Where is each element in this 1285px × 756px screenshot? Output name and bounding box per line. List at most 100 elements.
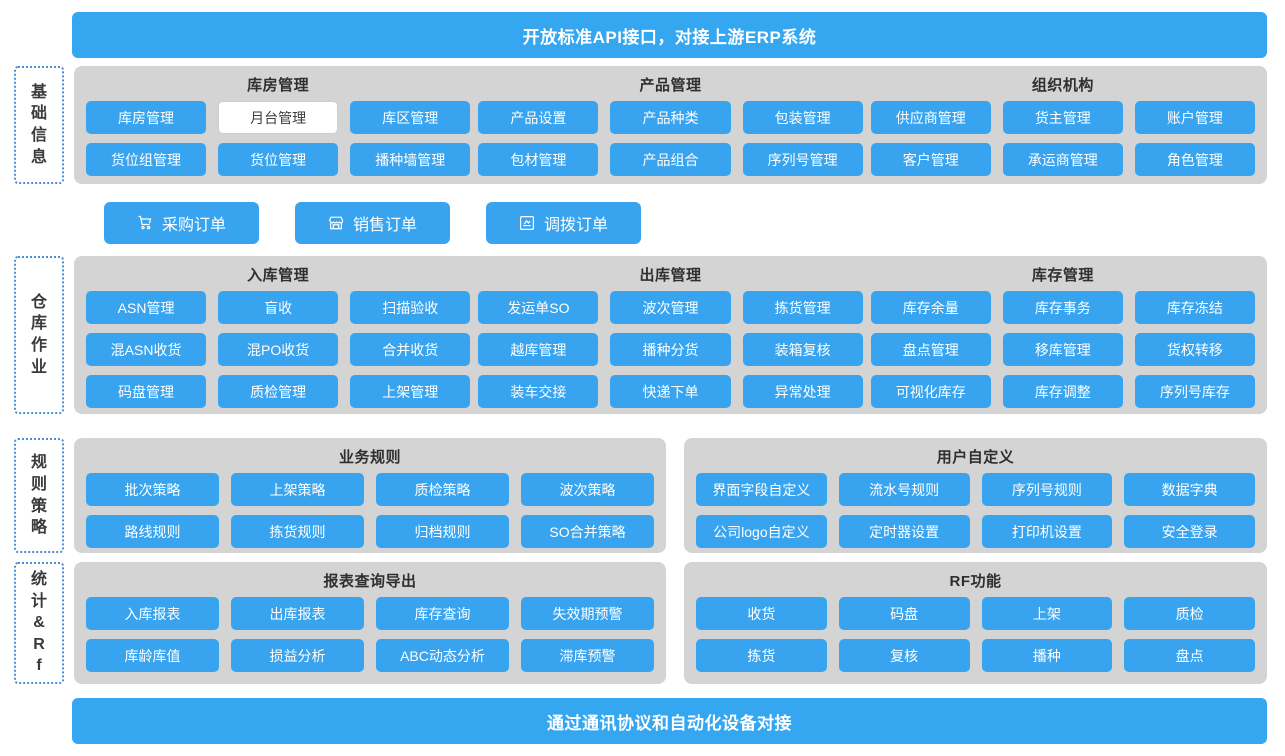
module-button[interactable]: 混PO收货 bbox=[218, 333, 339, 366]
module-button[interactable]: 库龄库值 bbox=[86, 639, 219, 672]
module-button[interactable]: 归档规则 bbox=[376, 515, 509, 548]
module-button[interactable]: 码盘 bbox=[838, 597, 970, 630]
module-button[interactable]: 盘点 bbox=[1124, 639, 1255, 672]
transfer-order-button[interactable]: 调拨订单 bbox=[486, 202, 641, 244]
module-button[interactable]: SO合并策略 bbox=[521, 515, 654, 548]
module-button[interactable]: 拣货管理 bbox=[742, 291, 863, 324]
module-button[interactable]: 货权转移 bbox=[1134, 333, 1255, 366]
module-button[interactable]: 发运单SO bbox=[478, 291, 599, 324]
module-button[interactable]: 包材管理 bbox=[478, 143, 599, 176]
module-button[interactable]: 损益分析 bbox=[231, 639, 364, 672]
module-button[interactable]: 扫描验收 bbox=[350, 291, 471, 324]
module-button[interactable]: 库区管理 bbox=[350, 101, 471, 134]
module-button[interactable]: 序列号规则 bbox=[981, 473, 1113, 506]
module-button[interactable]: 公司logo自定义 bbox=[696, 515, 827, 548]
module-button[interactable]: 角色管理 bbox=[1134, 143, 1255, 176]
module-button[interactable]: 产品组合 bbox=[610, 143, 731, 176]
module-button[interactable]: 打印机设置 bbox=[981, 515, 1113, 548]
group-title: 库存管理 bbox=[1031, 267, 1094, 284]
top-banner-text: 开放标准API接口，对接上游ERP系统 bbox=[522, 27, 817, 47]
module-button[interactable]: 界面字段自定义 bbox=[696, 473, 827, 506]
button-grid: 界面字段自定义 流水号规则 序列号规则 数据字典 公司logo自定义 定时器设置… bbox=[696, 473, 1255, 548]
order-button-label: 调拨订单 bbox=[543, 217, 608, 234]
module-button[interactable]: 库存冻结 bbox=[1134, 291, 1255, 324]
group-title: 用户自定义 bbox=[936, 449, 1015, 466]
module-button[interactable]: 移库管理 bbox=[1002, 333, 1123, 366]
module-button[interactable]: 混ASN收货 bbox=[86, 333, 207, 366]
module-button[interactable]: 序列号库存 bbox=[1134, 375, 1255, 408]
module-button[interactable]: 账户管理 bbox=[1134, 101, 1255, 134]
module-button[interactable]: ASN管理 bbox=[86, 291, 207, 324]
module-button-selected[interactable]: 月台管理 bbox=[218, 101, 339, 134]
module-button[interactable]: 盘点管理 bbox=[870, 333, 991, 366]
module-button[interactable]: 装车交接 bbox=[478, 375, 599, 408]
module-button[interactable]: 出库报表 bbox=[231, 597, 364, 630]
panel-basic-info: 库房管理 库房管理 月台管理 库区管理 货位组管理 货位管理 播种墙管理 产品管… bbox=[74, 66, 1267, 184]
module-button[interactable]: 波次管理 bbox=[610, 291, 731, 324]
group-title: 产品管理 bbox=[639, 77, 702, 94]
sales-order-button[interactable]: 销售订单 bbox=[295, 202, 450, 244]
module-button[interactable]: ABC动态分析 bbox=[376, 639, 509, 672]
module-button[interactable]: 承运商管理 bbox=[1002, 143, 1123, 176]
module-button[interactable]: 失效期预警 bbox=[521, 597, 654, 630]
module-button[interactable]: 质检 bbox=[1124, 597, 1255, 630]
panel-reports: 报表查询导出 入库报表 出库报表 库存查询 失效期预警 库龄库值 损益分析 AB… bbox=[74, 562, 666, 684]
module-button[interactable]: 可视化库存 bbox=[870, 375, 991, 408]
bottom-banner-text: 通过通讯协议和自动化设备对接 bbox=[547, 713, 792, 733]
bottom-banner: 通过通讯协议和自动化设备对接 bbox=[72, 698, 1267, 744]
module-button[interactable]: 客户管理 bbox=[870, 143, 991, 176]
module-button[interactable]: 异常处理 bbox=[742, 375, 863, 408]
module-button[interactable]: 拣货规则 bbox=[231, 515, 364, 548]
module-button[interactable]: 播种墙管理 bbox=[350, 143, 471, 176]
module-button[interactable]: 货主管理 bbox=[1002, 101, 1123, 134]
module-button[interactable]: 安全登录 bbox=[1124, 515, 1255, 548]
group-reports: 报表查询导出 入库报表 出库报表 库存查询 失效期预警 库龄库值 损益分析 AB… bbox=[82, 568, 658, 676]
module-button[interactable]: 批次策略 bbox=[86, 473, 219, 506]
module-button[interactable]: 合并收货 bbox=[350, 333, 471, 366]
module-button[interactable]: 滞库预警 bbox=[521, 639, 654, 672]
module-button[interactable]: 码盘管理 bbox=[86, 375, 207, 408]
module-button[interactable]: 流水号规则 bbox=[838, 473, 970, 506]
module-button[interactable]: 拣货 bbox=[696, 639, 827, 672]
module-button[interactable]: 序列号管理 bbox=[742, 143, 863, 176]
module-button[interactable]: 库存余量 bbox=[870, 291, 991, 324]
group-rf-functions: RF功能 收货 码盘 上架 质检 拣货 复核 播种 盘点 bbox=[692, 568, 1259, 676]
purchase-order-button[interactable]: 采购订单 bbox=[104, 202, 259, 244]
module-button[interactable]: 上架 bbox=[981, 597, 1113, 630]
module-button[interactable]: 收货 bbox=[696, 597, 827, 630]
panel-warehouse-ops: 入库管理 ASN管理 盲收 扫描验收 混ASN收货 混PO收货 合并收货 码盘管… bbox=[74, 256, 1267, 414]
group-title: RF功能 bbox=[949, 573, 1002, 590]
module-button[interactable]: 供应商管理 bbox=[870, 101, 991, 134]
module-button[interactable]: 数据字典 bbox=[1124, 473, 1255, 506]
module-button[interactable]: 播种分货 bbox=[610, 333, 731, 366]
module-button[interactable]: 上架策略 bbox=[231, 473, 364, 506]
module-button[interactable]: 播种 bbox=[981, 639, 1113, 672]
module-button[interactable]: 货位组管理 bbox=[86, 143, 207, 176]
module-button[interactable]: 质检管理 bbox=[218, 375, 339, 408]
module-button[interactable]: 库存调整 bbox=[1002, 375, 1123, 408]
module-button[interactable]: 定时器设置 bbox=[838, 515, 970, 548]
module-button[interactable]: 装箱复核 bbox=[742, 333, 863, 366]
module-button[interactable]: 包装管理 bbox=[742, 101, 863, 134]
module-button[interactable]: 上架管理 bbox=[350, 375, 471, 408]
module-button[interactable]: 产品种类 bbox=[610, 101, 731, 134]
module-button[interactable]: 库房管理 bbox=[86, 101, 207, 134]
module-button[interactable]: 库存事务 bbox=[1002, 291, 1123, 324]
module-button[interactable]: 复核 bbox=[838, 639, 970, 672]
module-button[interactable]: 越库管理 bbox=[478, 333, 599, 366]
panel-business-rules: 业务规则 批次策略 上架策略 质检策略 波次策略 路线规则 拣货规则 归档规则 … bbox=[74, 438, 666, 553]
module-button[interactable]: 盲收 bbox=[218, 291, 339, 324]
section-rules-policies: 规则策略 业务规则 批次策略 上架策略 质检策略 波次策略 路线规则 拣货规则 … bbox=[14, 438, 1267, 553]
module-button[interactable]: 产品设置 bbox=[478, 101, 599, 134]
module-button[interactable]: 快递下单 bbox=[610, 375, 731, 408]
module-button[interactable]: 路线规则 bbox=[86, 515, 219, 548]
button-grid: 产品设置 产品种类 包装管理 包材管理 产品组合 序列号管理 bbox=[478, 101, 863, 176]
button-grid: ASN管理 盲收 扫描验收 混ASN收货 混PO收货 合并收货 码盘管理 质检管… bbox=[86, 291, 471, 408]
module-button[interactable]: 库存查询 bbox=[376, 597, 509, 630]
module-button[interactable]: 入库报表 bbox=[86, 597, 219, 630]
module-button[interactable]: 货位管理 bbox=[218, 143, 339, 176]
module-button[interactable]: 质检策略 bbox=[376, 473, 509, 506]
button-grid: 批次策略 上架策略 质检策略 波次策略 路线规则 拣货规则 归档规则 SO合并策… bbox=[86, 473, 654, 548]
module-button[interactable]: 波次策略 bbox=[521, 473, 654, 506]
